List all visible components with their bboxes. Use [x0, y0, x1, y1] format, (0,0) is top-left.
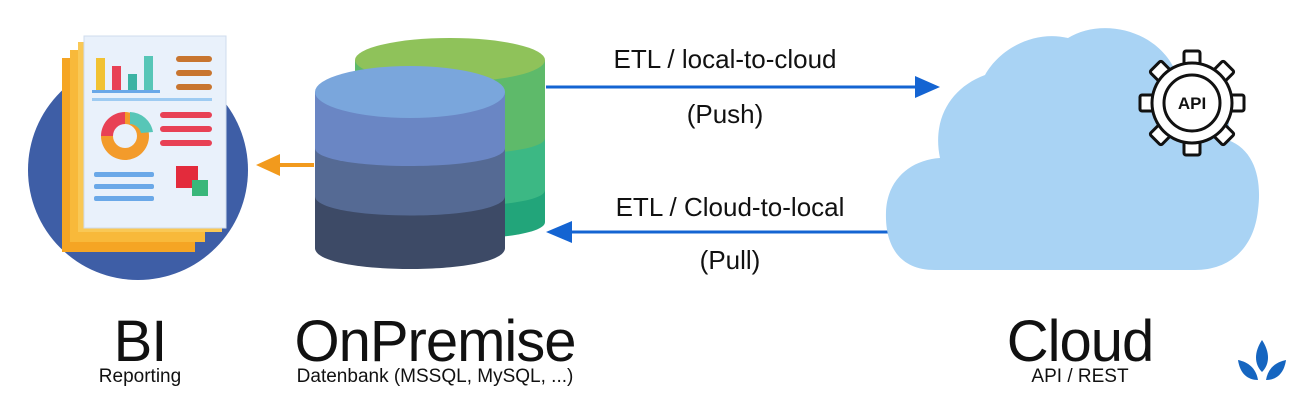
onpremise-title: OnPremise: [294, 309, 576, 374]
cloud-title: Cloud: [1006, 309, 1155, 374]
api-badge-text: API: [1178, 94, 1206, 113]
api-gear-icon: API: [1138, 49, 1246, 157]
push-label: ETL / local-to-cloud: [613, 44, 837, 74]
pull-arrow: [546, 221, 890, 243]
onpremise-subtitle: Datenbank (MSSQL, MySQL, ...): [296, 366, 574, 387]
arrow-to-bi: [256, 154, 314, 176]
push-arrow: [546, 76, 940, 98]
pull-mode: (Pull): [699, 245, 761, 275]
leaf-logo-icon: [1238, 340, 1286, 380]
database-icon: [315, 38, 545, 269]
bi-report-icon: [28, 35, 248, 280]
pull-label: ETL / Cloud-to-local: [615, 192, 845, 222]
bi-subtitle: Reporting: [98, 366, 182, 387]
bi-title: BI: [113, 309, 168, 374]
push-mode: (Push): [686, 99, 764, 129]
cloud-subtitle: API / REST: [1031, 366, 1129, 387]
